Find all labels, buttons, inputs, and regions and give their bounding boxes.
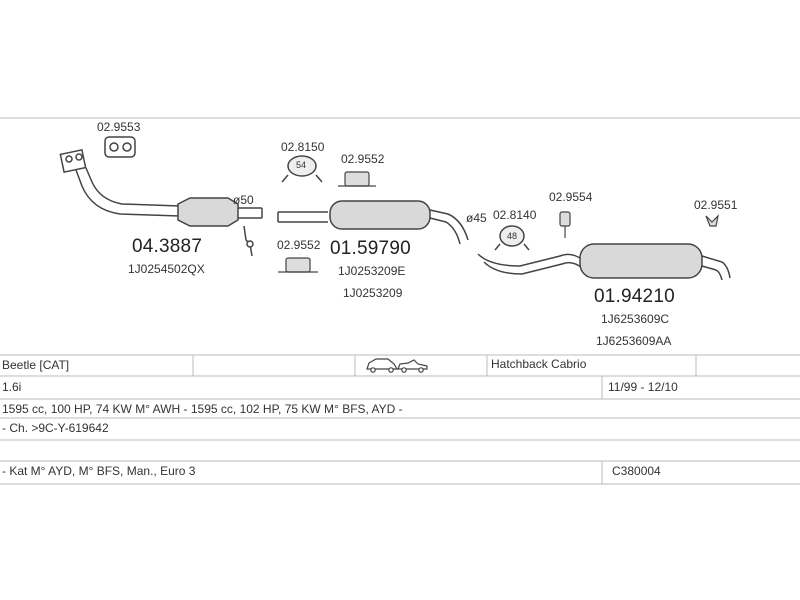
table-years: 11/99 - 12/10 xyxy=(608,380,678,394)
catalyst-icon xyxy=(177,197,263,257)
rear-oem-number-2: 1J6253609AA xyxy=(596,334,672,348)
hanger-end-icon xyxy=(705,214,719,227)
ring-rear-part-number: 02.8140 xyxy=(493,208,537,222)
flange-diameter-label: ø50 xyxy=(233,193,254,207)
hanger-icon-top xyxy=(338,171,376,187)
ring-rear-size: 48 xyxy=(507,231,518,241)
table-body-type: Hatchback Cabrio xyxy=(491,357,587,371)
rear-part-number: 01.94210 xyxy=(594,286,675,307)
middle-oem-number-2: 1J0253209 xyxy=(343,286,403,300)
cabrio-car-icon xyxy=(397,359,428,373)
table-code: C380004 xyxy=(612,464,661,478)
hanger-top-part-number: 02.9552 xyxy=(341,152,385,166)
table-grid xyxy=(0,354,800,485)
ring-top-size: 54 xyxy=(296,160,307,170)
catalyst-oem-number: 1J0254502QX xyxy=(128,262,205,276)
hatchback-car-icon xyxy=(366,358,399,373)
ring-clamp-48-icon xyxy=(494,225,530,251)
table-spec-line: 1595 cc, 100 HP, 74 KW M° AWH - 1595 cc,… xyxy=(2,402,403,416)
front-pipe xyxy=(59,149,181,217)
rear-silencer-icon xyxy=(579,243,731,281)
ring-top-part-number: 02.8150 xyxy=(281,140,325,154)
pipe-diameter-label: ø45 xyxy=(466,211,487,225)
rubber-mount-icon xyxy=(559,211,571,238)
middle-oem-number-1: 1J0253209E xyxy=(338,264,406,278)
rubber-rear-part-number: 02.9554 xyxy=(549,190,593,204)
hanger-end-part-number: 02.9551 xyxy=(694,198,738,212)
table-notes-line: - Kat M° AYD, M° BFS, Man., Euro 3 xyxy=(2,464,196,478)
table-engine: 1.6i xyxy=(2,380,22,394)
middle-part-number: 01.59790 xyxy=(330,238,411,259)
hanger-icon-mid xyxy=(278,257,318,273)
gasket-icon xyxy=(104,136,136,158)
ring-clamp-54-icon xyxy=(281,155,323,183)
rear-pipe xyxy=(477,253,583,275)
catalyst-part-number: 04.3887 xyxy=(132,236,203,257)
gasket-part-number: 02.9553 xyxy=(97,120,141,134)
rear-oem-number-1: 1J6253609C xyxy=(601,312,670,326)
hanger-mid-part-number: 02.9552 xyxy=(277,238,321,252)
table-chassis-line: - Ch. >9C-Y-619642 xyxy=(2,421,109,435)
table-model: Beetle [CAT] xyxy=(2,358,70,372)
middle-silencer-icon xyxy=(277,200,469,245)
